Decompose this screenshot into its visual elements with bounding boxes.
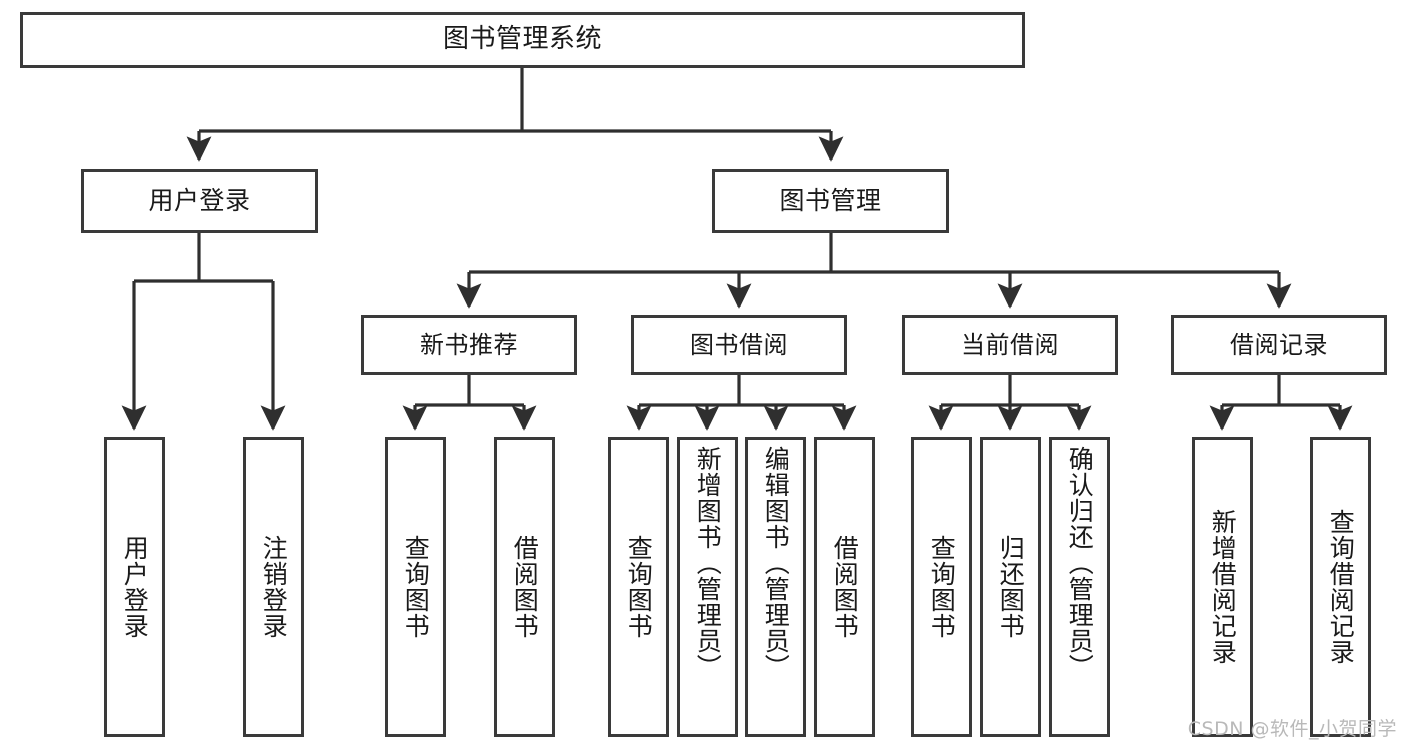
node-current-borrow[interactable]: 当前借阅 <box>902 315 1118 375</box>
node-new-book-recommend[interactable]: 新书推荐 <box>361 315 577 375</box>
node-leaf-label: 查询图书 <box>927 535 957 639</box>
node-borrow-record-label: 借阅记录 <box>1230 330 1328 359</box>
node-leaf-label: 查询借阅记录 <box>1326 509 1356 665</box>
node-book-management-label: 图书管理 <box>779 186 882 215</box>
node-book-management[interactable]: 图书管理 <box>712 169 949 233</box>
node-leaf-label: 确认归还（管理员） <box>1065 446 1095 680</box>
node-book-borrow-label: 图书借阅 <box>690 330 788 359</box>
node-leaf-label: 归还图书 <box>996 535 1026 639</box>
node-leaf-label: 新增图书（管理员） <box>693 446 723 680</box>
node-leaf-book-borrow-query[interactable]: 查询图书 <box>608 437 669 737</box>
node-leaf-label: 查询图书 <box>401 535 431 639</box>
node-leaf-label: 借阅图书 <box>510 535 540 639</box>
watermark-text: CSDN @软件_小贺同学 <box>1187 718 1397 740</box>
node-current-borrow-label: 当前借阅 <box>961 330 1059 359</box>
node-leaf-new-book-query[interactable]: 查询图书 <box>385 437 446 737</box>
node-leaf-book-borrow-edit[interactable]: 编辑图书（管理员） <box>745 437 806 737</box>
node-book-borrow[interactable]: 图书借阅 <box>631 315 847 375</box>
node-leaf-current-borrow-query[interactable]: 查询图书 <box>911 437 972 737</box>
node-leaf-new-book-borrow[interactable]: 借阅图书 <box>494 437 555 737</box>
node-leaf-user-login-logout[interactable]: 注销登录 <box>243 437 304 737</box>
node-user-login[interactable]: 用户登录 <box>81 169 318 233</box>
node-leaf-label: 编辑图书（管理员） <box>761 446 791 680</box>
node-leaf-label: 查询图书 <box>624 535 654 639</box>
node-leaf-label: 新增借阅记录 <box>1208 509 1238 665</box>
node-leaf-user-login-login[interactable]: 用户登录 <box>104 437 165 737</box>
node-leaf-borrow-record-query[interactable]: 查询借阅记录 <box>1310 437 1371 737</box>
node-leaf-book-borrow-borrow[interactable]: 借阅图书 <box>814 437 875 737</box>
node-leaf-label: 注销登录 <box>259 535 289 639</box>
node-new-book-recommend-label: 新书推荐 <box>420 330 518 359</box>
node-root-book-management-system[interactable]: 图书管理系统 <box>20 12 1025 68</box>
node-leaf-label: 用户登录 <box>120 535 150 639</box>
node-borrow-record[interactable]: 借阅记录 <box>1171 315 1387 375</box>
node-leaf-label: 借阅图书 <box>830 535 860 639</box>
node-leaf-borrow-record-add[interactable]: 新增借阅记录 <box>1192 437 1253 737</box>
node-root-label: 图书管理系统 <box>442 24 602 55</box>
node-leaf-current-borrow-return[interactable]: 归还图书 <box>980 437 1041 737</box>
node-leaf-current-borrow-confirm[interactable]: 确认归还（管理员） <box>1049 437 1110 737</box>
node-leaf-book-borrow-add[interactable]: 新增图书（管理员） <box>677 437 738 737</box>
node-user-login-label: 用户登录 <box>148 186 251 215</box>
